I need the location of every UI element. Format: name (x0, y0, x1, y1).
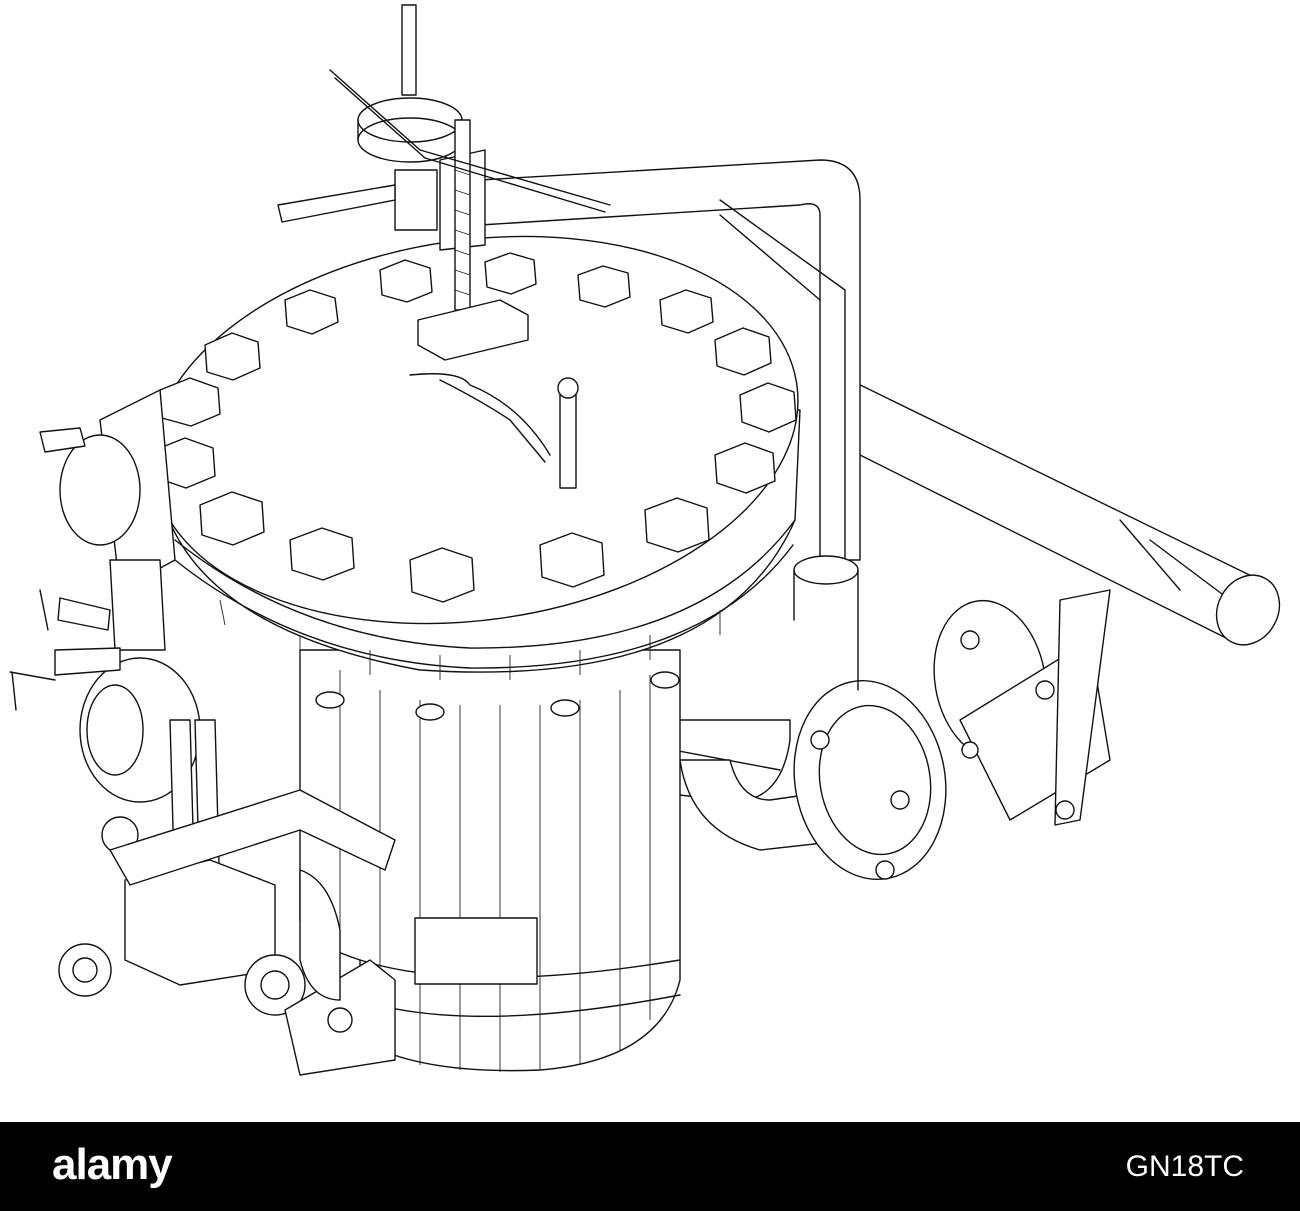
threaded-screw (454, 119, 471, 311)
vent-rod (401, 4, 417, 96)
industrial-filter-line-drawing (9, 4, 1281, 1076)
side-inlet-pipe (597, 589, 1111, 881)
watermark-footer: alamy GN18TC (0, 1122, 1300, 1211)
brand-logo-text: alamy (52, 1140, 173, 1189)
top-small-flange (357, 97, 463, 143)
hex-bolt-icon (484, 252, 537, 295)
mounting-bracket (109, 789, 396, 886)
hex-bolt-icon (577, 265, 631, 308)
handwheel-icon (244, 954, 306, 1016)
vessel-lid-flange (151, 235, 801, 680)
hex-bolt-icon (204, 332, 261, 381)
lid-lifting-mechanism (277, 4, 611, 489)
clamp-block (417, 299, 529, 361)
ball-valve-lever (277, 184, 396, 223)
nameplate (414, 917, 538, 985)
hex-bolt-icon (739, 382, 797, 433)
hex-bolt-icon (539, 532, 605, 588)
image-code: GN18TC (1125, 1150, 1244, 1183)
bypass-pipe (479, 159, 861, 691)
hex-bolt-icon (644, 497, 710, 553)
rear-horizontal-pipe (849, 379, 1281, 646)
handwheel-icon (58, 943, 112, 997)
filter-vessel-body (299, 649, 681, 1072)
lid-bolt-ring (154, 252, 797, 603)
locating-pin (559, 389, 577, 489)
hex-bolt-icon (409, 547, 475, 603)
left-instrumentation (9, 389, 396, 1076)
hex-bolt-icon (284, 289, 339, 335)
hex-bolt-icon (199, 491, 265, 546)
hex-bolt-icon (289, 527, 355, 581)
hex-bolt-icon (379, 259, 433, 303)
hex-bolt-icon (659, 289, 714, 334)
hex-bolt-icon (714, 327, 772, 376)
valve-handle (1054, 589, 1111, 826)
pressure-gauge-upper (59, 434, 141, 546)
hex-bolt-icon (714, 442, 776, 494)
pipe-flange-front (793, 679, 947, 881)
